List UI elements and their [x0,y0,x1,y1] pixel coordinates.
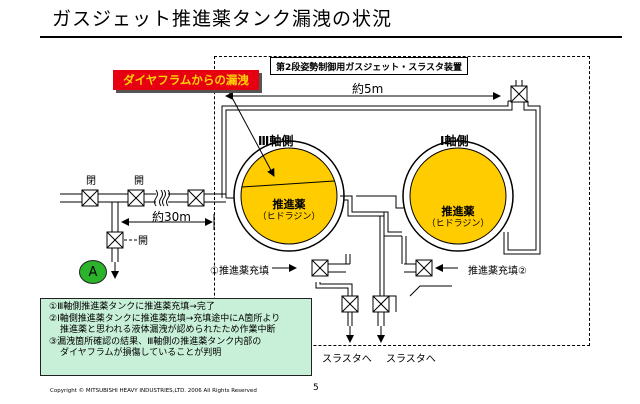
valve-open-2 [106,231,124,249]
label-axis-3: Ⅲ軸側 [258,134,294,148]
pipe-break-mark [154,189,170,207]
main-feed-line [60,193,214,203]
title-underline [40,36,622,38]
leak-callout: ダイヤフラムからの漏洩 [113,70,259,90]
valve-fill-right [415,259,433,277]
notes-box: ①Ⅲ軸側推進薬タンクに推進薬充填→完了 ②Ⅰ軸側推進薬タンクに推進薬充填→充填途… [40,298,312,376]
label-open-1: 開 [134,176,144,187]
leak-leader [227,89,275,177]
note-line-3: 推進薬と思われる液体漏洩が認められたため作業中断 [60,325,276,336]
thruster-line-left [315,282,354,343]
tank-right-label: 推進薬 （ヒドラジン） [423,205,493,231]
valve-inlet [187,189,205,207]
tank-left-shell [233,140,345,252]
copyright-footer: Copyright © MITSUBISHI HEAVY INDUSTRIES,… [50,388,257,394]
label-about-30m: 約30m [152,210,191,224]
valve-top-vent [510,85,528,103]
top-vent-piping [503,80,541,255]
note-line-2: ②Ⅰ軸側推進薬タンクに推進薬充填→充填途中にA箇所より [49,313,281,324]
valve-thruster-right [372,295,390,313]
label-to-thruster-1: スラスタへ [322,354,372,365]
valve-fill-left [311,259,329,277]
tank-left-label: 推進薬 （ヒドラジン） [254,198,324,224]
valve-thruster-left [341,295,359,313]
valve-closed [81,189,99,207]
tank-left-sub: （ヒドラジン） [257,212,321,222]
page-number: 5 [313,383,319,393]
label-open-2: 開 [138,236,148,247]
label-axis-1: Ⅰ軸側 [440,134,469,148]
tank-crossover-piping [340,195,404,237]
branch-line-a [111,202,138,279]
tank-right-shell [402,140,514,252]
valve-open-1 [127,189,145,207]
label-fill-2: 推進薬充填② [468,266,527,277]
note-line-5: ダイヤフラムが損傷していることが判明 [60,348,222,359]
dimension-30m [121,214,215,230]
leak-point-marker-a: A [79,260,107,284]
note-line-1: ①Ⅲ軸側推進薬タンクに推進薬充填→完了 [49,302,215,312]
label-fill-1: ①推進薬充填 [210,266,269,277]
tank-left-name: 推進薬 [272,198,306,211]
label-about-5m: 約5m [352,82,384,96]
note-line-4: ③漏洩箇所確認の結果、Ⅲ軸側の推進薬タンク内部の [49,336,262,347]
thruster-line-right [377,212,452,343]
apparatus-boundary [214,56,590,346]
fill-line-left [272,254,351,273]
page-title: ガスジェット推進薬タンク漏洩の状況 [52,8,393,30]
apparatus-title: 第2段姿勢制御用ガスジェット・スラスタ装置 [270,57,468,75]
label-to-thruster-2: スラスタへ [386,354,436,365]
label-closed: 閉 [86,176,96,187]
left-tank-piping [214,101,513,203]
tank-right-name: 推進薬 [441,205,475,218]
fill-line-right [401,236,458,273]
tank-right-sub: （ヒドラジン） [426,219,490,229]
